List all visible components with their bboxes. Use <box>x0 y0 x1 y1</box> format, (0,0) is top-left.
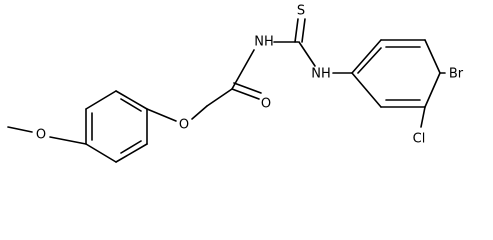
chlorine-bond <box>420 106 426 128</box>
bond-lines <box>7 18 446 163</box>
aryl-nh-label: NH <box>311 67 331 82</box>
ring-a-bond <box>115 143 148 163</box>
methyl-bond <box>7 126 33 133</box>
thio-c-nh-bond <box>298 41 316 67</box>
carbonyl-double-bond <box>233 82 262 94</box>
ring-b-bond <box>424 72 441 108</box>
ether-o-ch2-bond <box>191 105 208 120</box>
ring-b-bond <box>351 39 382 74</box>
molecule-structure: O O O NH S NH Br Cl <box>7 4 464 163</box>
amide-nh-label: NH <box>254 35 274 50</box>
ring-b-bond <box>424 39 441 74</box>
methoxy-oxygen-label: O <box>36 128 46 143</box>
carbonyl-nh-bond <box>231 49 255 90</box>
ether-oxygen-label: O <box>179 118 189 133</box>
thione-double-bond <box>301 18 306 43</box>
thione-sulfur-label: S <box>297 4 305 19</box>
atom-labels: O O O NH S NH Br Cl <box>36 4 464 147</box>
ring-a-bond <box>85 143 117 163</box>
methoxy-o-bond <box>49 136 87 145</box>
ring-a-bond <box>115 90 148 110</box>
ring-a-inner-bond <box>120 140 142 154</box>
ether-o-aryl-bond <box>146 108 177 122</box>
structure-canvas: O O O NH S NH Br Cl <box>7 3 464 163</box>
ring-a-bond <box>85 90 117 110</box>
carbonyl-double-bond <box>231 88 260 100</box>
ring-a-inner-bond <box>120 98 142 112</box>
bromine-label: Br <box>449 67 464 82</box>
ch2-carbonyl-bond <box>206 88 233 107</box>
chlorine-label: Cl <box>413 132 426 147</box>
carbonyl-oxygen-label: O <box>261 97 271 112</box>
ring-b-bond <box>351 72 382 108</box>
thione-double-bond <box>294 18 299 43</box>
ring-b-inner-bond <box>357 47 382 74</box>
